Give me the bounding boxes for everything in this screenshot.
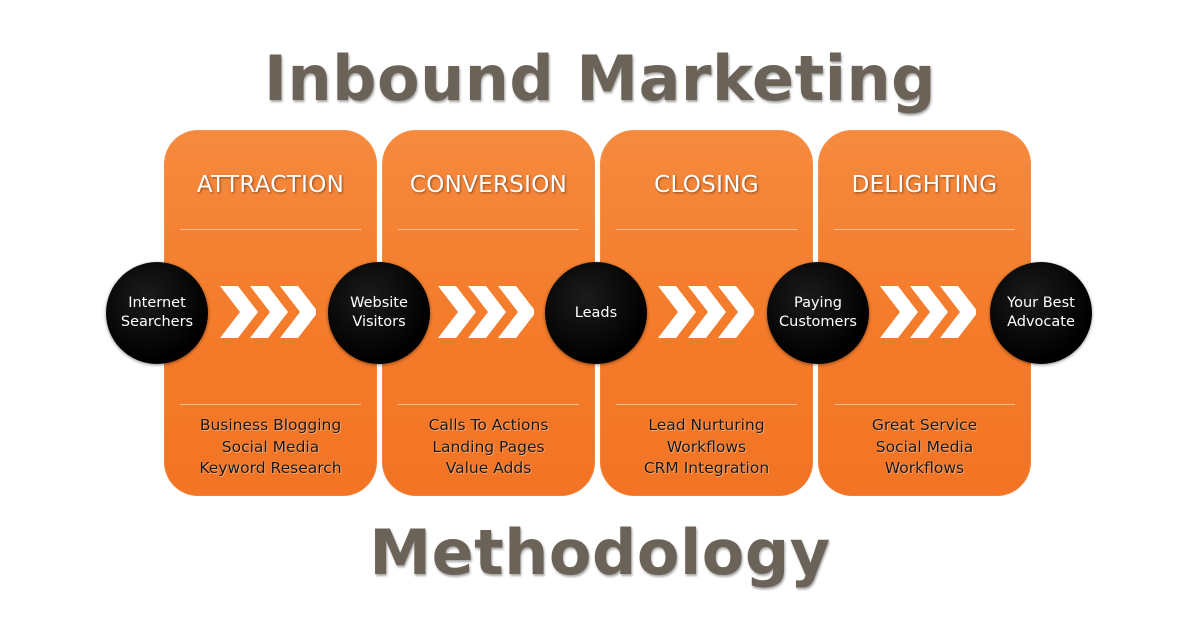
triple-chevron-right-icon [438,286,534,338]
tactic-item: Workflows [666,437,747,456]
node-label-line: Your Best [1007,295,1075,311]
tactic-item: Calls To Actions [428,416,549,434]
node-label-line: Visitors [352,314,406,330]
tactic-item: CRM Integration [643,459,770,477]
stage-tactics-list: Business Blogging Social Media Keyword R… [164,415,377,480]
tactic-item: Value Adds [445,459,532,477]
divider [398,229,579,230]
divider [834,404,1015,405]
node-label-line: Advocate [1007,314,1075,330]
node-label: Paying Customers [772,294,864,332]
tactic-item: Social Media [875,437,974,456]
tactic-item: Great Service [871,416,978,434]
stage-tactics-list: Lead Nurturing Workflows CRM Integration [600,415,813,480]
divider [616,404,797,405]
node-website-visitors: Website Visitors [328,262,430,364]
tactic-item: Lead Nurturing [648,416,765,434]
divider [398,404,579,405]
node-label: Website Visitors [333,294,425,332]
node-label: Leads [550,304,642,323]
stage-heading: ATTRACTION [196,172,345,198]
tactic-item: Keyword Research [199,459,342,477]
tactic-item: Landing Pages [432,437,545,456]
node-paying-customers: Paying Customers [767,262,869,364]
node-label-line: Leads [574,304,618,321]
node-internet-searchers: Internet Searchers [106,262,208,364]
stage-tactics-list: Calls To Actions Landing Pages Value Add… [382,415,595,480]
stage-heading: CLOSING [654,172,759,198]
node-label-line: Searchers [120,314,194,330]
triple-chevron-right-icon [880,286,976,338]
node-label-line: Website [350,295,408,311]
node-label: Your Best Advocate [995,294,1087,332]
divider [834,229,1015,230]
node-leads: Leads [545,262,647,364]
title-methodology: Methodology [369,516,831,589]
stage-heading: DELIGHTING [851,172,998,198]
node-label-line: Paying [794,295,842,311]
tactic-item: Social Media [221,437,320,456]
triple-chevron-right-icon [658,286,754,338]
triple-chevron-right-icon [220,286,316,338]
tactic-item: Workflows [884,459,965,477]
divider [180,404,361,405]
node-label-line: Customers [779,314,857,330]
node-label-line: Internet [128,295,186,311]
divider [616,229,797,230]
node-your-best-advocate: Your Best Advocate [990,262,1092,364]
title-inbound-marketing: Inbound Marketing [263,42,937,115]
stage-tactics-list: Great Service Social Media Workflows [818,415,1031,480]
divider [180,229,361,230]
node-label: Internet Searchers [111,294,203,332]
tactic-item: Business Blogging [199,416,342,434]
stage-heading: CONVERSION [409,172,568,198]
